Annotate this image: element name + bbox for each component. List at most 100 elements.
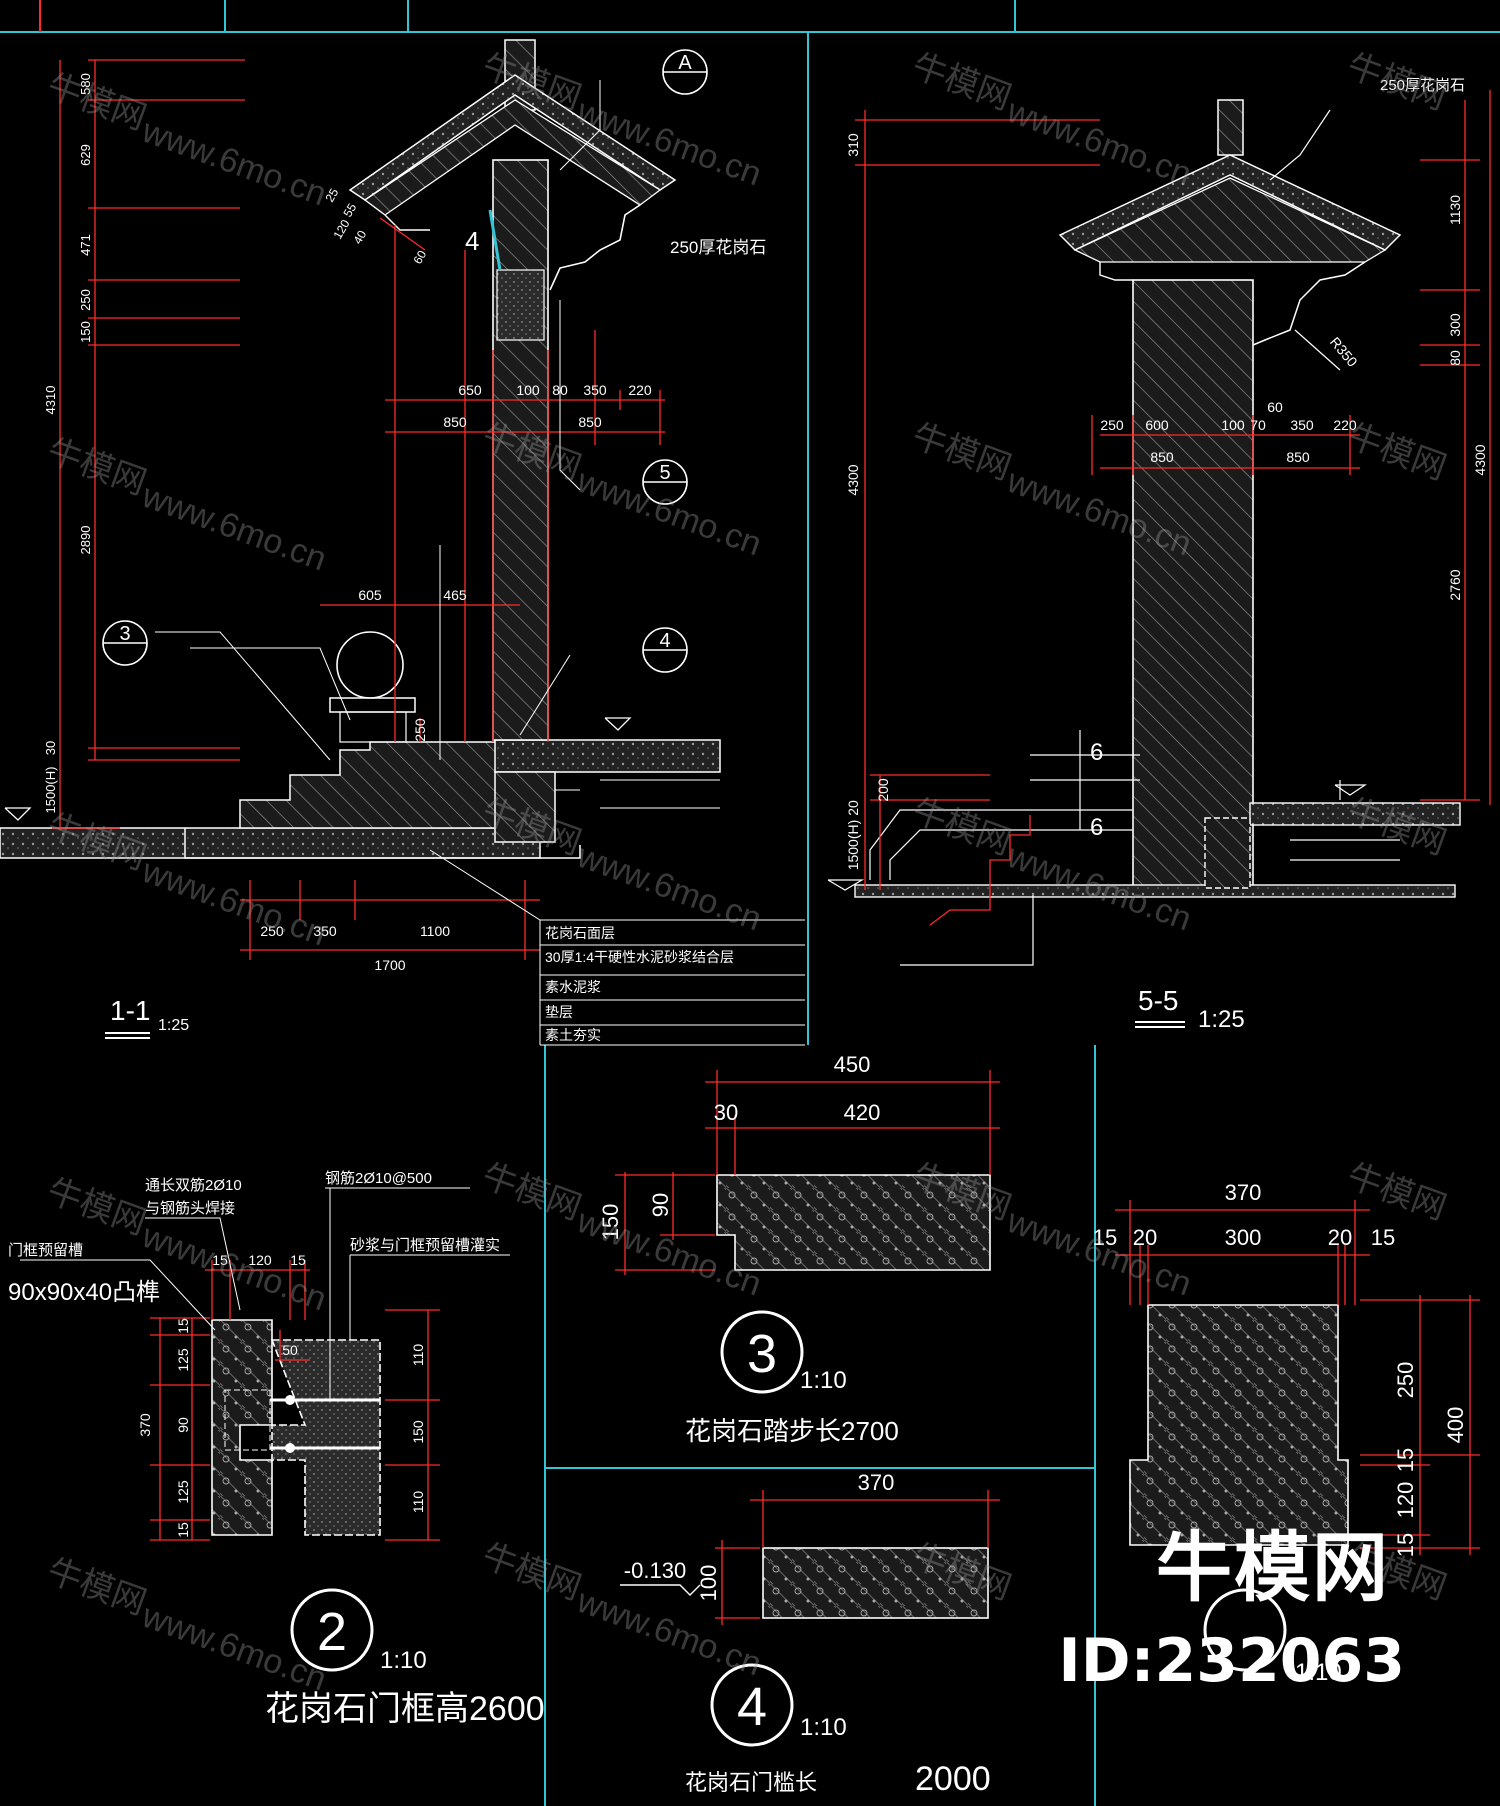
svg-text:400: 400	[1443, 1407, 1468, 1444]
detail-2-scale: 1:10	[380, 1647, 427, 1674]
svg-text:120: 120	[1393, 1482, 1418, 1519]
svg-text:370: 370	[858, 1470, 895, 1495]
svg-text:1700: 1700	[374, 957, 405, 973]
svg-text:70: 70	[1250, 417, 1266, 433]
svg-text:牛模网: 牛模网	[42, 432, 151, 503]
detail-2-bubble	[290, 1588, 374, 1672]
roof-bracket	[549, 204, 641, 291]
svg-text:牛模网: 牛模网	[1342, 1157, 1451, 1228]
svg-text:牛模网: 牛模网	[907, 792, 1016, 863]
v11-layer-list: 花岗石面层 30厚1:4干硬性水泥砂浆结合层 素水泥浆 垫层 素土夯实	[545, 925, 734, 1043]
svg-text:150: 150	[598, 1204, 623, 1241]
v55-dims: 310 4300 1130 300 80 4300 2760 250 600 1…	[845, 133, 1488, 870]
view-scale-5-5: 1:25	[1198, 1006, 1245, 1033]
svg-text:150: 150	[410, 1420, 426, 1444]
svg-text:420: 420	[844, 1100, 881, 1125]
detail-3-step: 450 30 420 150 90 3 1:10 花岗石踏步长2700	[598, 1052, 1000, 1446]
svg-text:250: 250	[412, 718, 428, 742]
svg-text:www.6mo.cn: www.6mo.cn	[571, 1581, 766, 1683]
detail-3-number: 3	[747, 1324, 777, 1384]
svg-text:4300: 4300	[845, 464, 861, 495]
svg-text:605: 605	[358, 587, 382, 603]
svg-text:4310: 4310	[43, 386, 58, 415]
svg-text:1130: 1130	[1447, 195, 1463, 225]
view-scale-1-1: 1:25	[158, 1017, 189, 1034]
svg-text:www.6mo.cn: www.6mo.cn	[1001, 91, 1196, 193]
svg-text:www.6mo.cn: www.6mo.cn	[1001, 1201, 1196, 1303]
svg-text:钢筋2Ø10@500: 钢筋2Ø10@500	[325, 1170, 432, 1187]
entrance-steps	[239, 741, 501, 829]
svg-text:200: 200	[875, 778, 891, 802]
svg-text:310: 310	[845, 133, 861, 157]
svg-text:1500(H): 1500(H)	[43, 767, 58, 814]
svg-text:80: 80	[1447, 350, 1463, 366]
detail-5-lintel: 370 15 20 300 20 15 250 15 120 15 400 1:…	[1093, 1180, 1480, 1686]
svg-text:2890: 2890	[78, 526, 93, 555]
svg-text:600: 600	[1145, 417, 1169, 433]
svg-text:110: 110	[410, 1491, 426, 1514]
svg-text:25: 25	[322, 186, 341, 205]
svg-text:30厚1:4干硬性水泥砂浆结合层: 30厚1:4干硬性水泥砂浆结合层	[545, 949, 734, 965]
v11-horizontal-dims: 650 100 80 350 220 850 850 605 465 250 2…	[260, 382, 652, 973]
svg-text:15: 15	[1093, 1225, 1117, 1250]
svg-text:150: 150	[78, 321, 93, 343]
svg-text:www.6mo.cn: www.6mo.cn	[136, 1596, 331, 1698]
svg-text:850: 850	[443, 414, 467, 430]
svg-text:4300: 4300	[1472, 444, 1488, 475]
svg-text:www.6mo.cn: www.6mo.cn	[136, 476, 331, 578]
svg-text:-0.130: -0.130	[624, 1558, 686, 1583]
svg-text:15: 15	[1393, 1448, 1418, 1472]
svg-text:通长双筋2Ø10: 通长双筋2Ø10	[145, 1177, 242, 1194]
svg-text:50: 50	[282, 1342, 298, 1358]
detail-4-number: 4	[737, 1677, 767, 1737]
callout-4: 4	[659, 630, 670, 652]
detail-4-bubble	[710, 1663, 794, 1747]
svg-text:250: 250	[78, 289, 93, 311]
section-mark-4: 4	[465, 226, 479, 256]
svg-text:300: 300	[1447, 313, 1463, 337]
svg-text:15: 15	[175, 1522, 191, 1538]
svg-text:www.6mo.cn: www.6mo.cn	[136, 111, 331, 213]
detail-2-caption: 花岗石门框高2600	[265, 1690, 545, 1728]
stone-beam-label: 250厚花岗石	[670, 238, 766, 257]
section-6-top: 6	[1090, 739, 1103, 766]
svg-text:牛模网: 牛模网	[1342, 417, 1451, 488]
svg-text:120: 120	[248, 1252, 272, 1268]
section-6-bottom: 6	[1090, 814, 1103, 841]
stone-ball	[336, 631, 404, 699]
svg-text:1500(H): 1500(H)	[845, 820, 861, 871]
svg-text:300: 300	[1225, 1225, 1262, 1250]
svg-text:471: 471	[78, 234, 93, 256]
watermark-brand: 牛模网	[1156, 1523, 1390, 1612]
svg-text:20: 20	[845, 800, 861, 816]
svg-text:垫层: 垫层	[545, 1004, 573, 1020]
watermark-id: ID:232063	[1058, 1626, 1405, 1696]
v5-dims: 370 15 20 300 20 15 250 15 120 15 400	[1093, 1180, 1468, 1557]
svg-text:850: 850	[1150, 449, 1174, 465]
svg-text:30: 30	[714, 1100, 738, 1125]
svg-text:www.6mo.cn: www.6mo.cn	[136, 851, 331, 953]
detail-2-number: 2	[317, 1602, 347, 1662]
svg-text:110: 110	[410, 1344, 426, 1367]
svg-text:30: 30	[43, 741, 58, 755]
detail-3-caption: 花岗石踏步长2700	[685, 1416, 899, 1446]
section-1-1-view: A 5 3 4 4 250厚花岗石 580 629 471 250 150 43…	[0, 39, 805, 1046]
detail-4-caption: 花岗石门槛长	[685, 1770, 817, 1795]
view-title-5-5: 5-5	[1138, 985, 1178, 1016]
svg-text:与钢筋头焊接: 与钢筋头焊接	[145, 1200, 235, 1217]
svg-text:350: 350	[583, 382, 607, 398]
detail-4-scale: 1:10	[800, 1714, 847, 1741]
svg-text:850: 850	[578, 414, 602, 430]
detail-4-length: 2000	[915, 1760, 991, 1798]
v3-dims: 450 30 420 150 90	[598, 1052, 880, 1240]
svg-text:850: 850	[1286, 449, 1310, 465]
svg-text:90x90x40凸榫: 90x90x40凸榫	[8, 1279, 160, 1306]
svg-text:60: 60	[410, 248, 429, 267]
svg-text:370: 370	[137, 1413, 153, 1437]
pier-body	[1132, 279, 1254, 896]
lintel-section	[1129, 1304, 1349, 1546]
v4-dims: 370 -0.130 100	[624, 1470, 895, 1601]
svg-text:120: 120	[330, 217, 352, 242]
detail-2-door-frame: 15 120 15 15 125 90 125 15 370 110 150 1…	[8, 1170, 545, 1728]
